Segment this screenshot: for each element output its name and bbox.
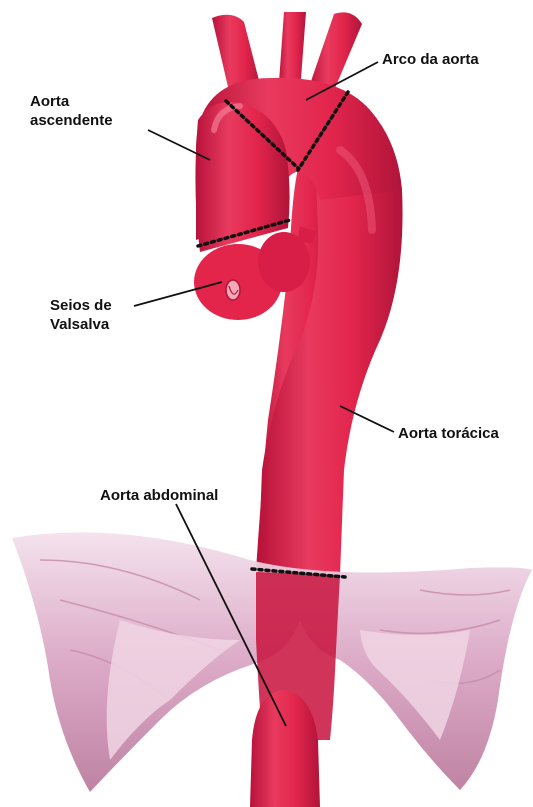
label-seios-line-1: Seios de (50, 296, 112, 315)
label-aorta-abdominal: Aorta abdominal (100, 486, 218, 505)
label-aorta-ascendente-line-1: Aorta (30, 92, 113, 111)
label-aorta-ascendente: Aorta ascendente (30, 92, 113, 130)
label-aorta-toracica: Aorta torácica (398, 424, 499, 443)
label-arco-da-aorta: Arco da aorta (382, 50, 479, 69)
label-seios-de-valsalva: Seios de Valsalva (50, 296, 112, 334)
label-aorta-ascendente-line-2: ascendente (30, 111, 113, 130)
label-seios-line-2: Valsalva (50, 315, 112, 334)
